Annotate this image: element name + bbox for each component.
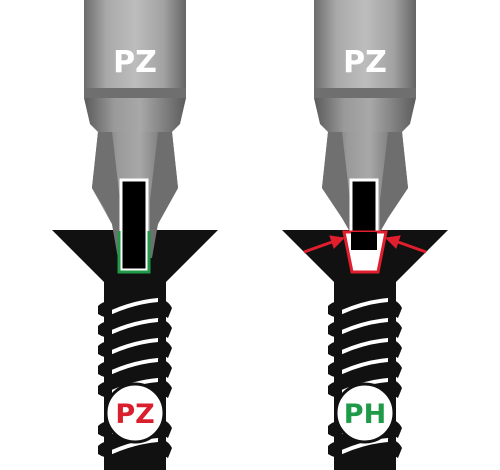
left-fit-outline xyxy=(117,231,151,274)
right-bit-neck xyxy=(314,98,416,132)
right-slot-indicator xyxy=(349,178,379,240)
left-slot-indicator xyxy=(119,178,149,272)
left-bit-shank xyxy=(84,0,186,92)
left-screw-type-badge xyxy=(104,382,166,444)
right-screw-type-badge xyxy=(334,382,396,444)
right-bit-shank xyxy=(314,0,416,92)
right-assembly: PZ PH xyxy=(282,0,448,470)
left-screw-thread xyxy=(98,280,172,470)
right-bit-label: PZ xyxy=(343,45,387,80)
left-bit-label: PZ xyxy=(113,45,157,80)
right-screw-type-label: PH xyxy=(344,399,386,430)
left-assembly: PZ PZ xyxy=(52,0,218,470)
right-gap-arrows xyxy=(303,235,427,254)
left-screw-type-label: PZ xyxy=(115,399,154,430)
left-bit-neck xyxy=(84,98,186,132)
